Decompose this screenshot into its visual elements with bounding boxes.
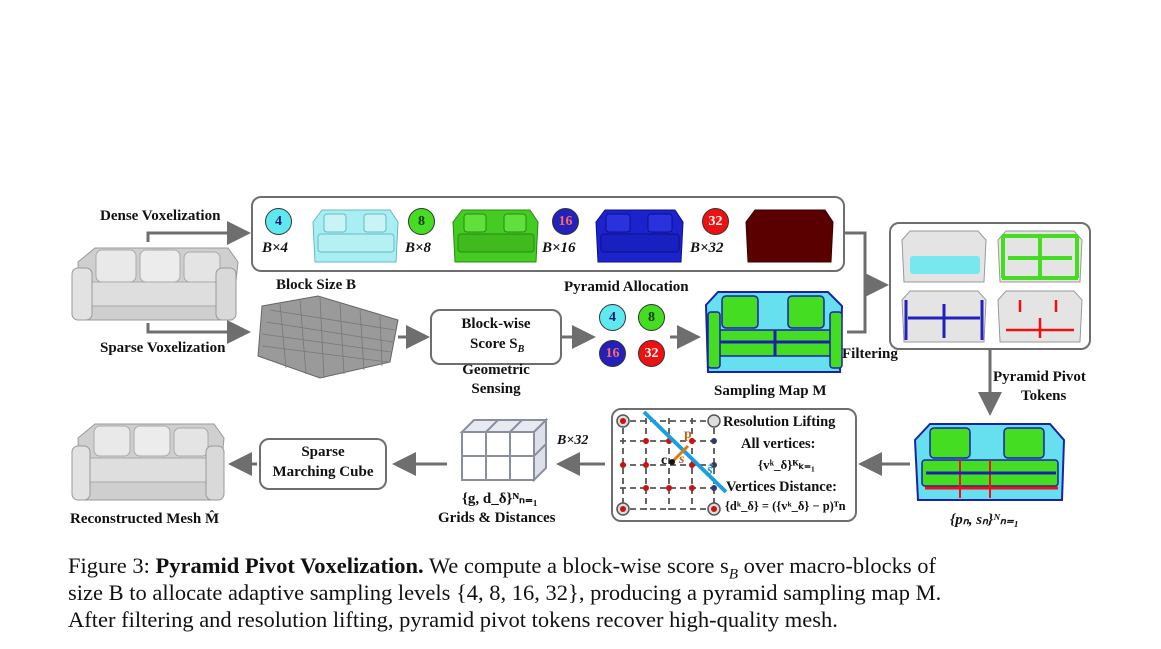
figure-caption-line3: After filtering and resolution lifting, … (68, 607, 838, 632)
sparse-marching-cube-box (259, 438, 387, 490)
alloc-8-badge: 8 (638, 304, 665, 331)
sampling-map-label: Sampling Map M (714, 383, 827, 399)
grids-distances-label: Grids & Distances (438, 510, 556, 526)
sparse-voxelization-label: Sparse Voxelization (100, 340, 226, 356)
vertices-distance-label: Vertices Distance: (726, 479, 837, 495)
reconstructed-mesh-label: Reconstructed Mesh M̂ (70, 511, 220, 527)
pivot-tokens-label-line1: Pyramid Pivot (993, 369, 1086, 385)
tokens-formula: {pₙ, sₙ}ᴺₙ₌₁ (950, 512, 1020, 528)
all-vertices-formula: {vᵏ_δ}ᴷₖ₌₁ (758, 457, 815, 472)
point-shat-label: ŝ (707, 462, 713, 478)
level-16-badge: 16 (552, 208, 579, 235)
level-8-badge: 8 (408, 208, 435, 235)
alloc-16-badge: 16 (599, 340, 626, 367)
alloc-32-badge: 32 (638, 340, 665, 367)
pyramid-allocation-label: Pyramid Allocation (564, 279, 689, 295)
block-size-label: Block Size B (276, 277, 357, 293)
geometric-sensing-line2: Sensing (471, 381, 521, 397)
sparse-mc-line2: Marching Cube (272, 464, 374, 480)
grids-formula: {g, d_δ}ᴺₙ₌₁ (462, 491, 538, 507)
level-4-badge: 4 (265, 208, 292, 235)
point-c-label: c (661, 453, 668, 468)
dense-voxelization-label: Dense Voxelization (100, 208, 221, 224)
level-16-label: B×16 (542, 240, 576, 256)
geometric-sensing-line1: Geometric (462, 362, 530, 378)
level-32-badge: 32 (702, 208, 729, 235)
b-times-32-label: B×32 (557, 433, 589, 448)
sparse-mc-line1: Sparse (301, 444, 345, 460)
all-vertices-label: All vertices: (741, 436, 816, 452)
alloc-4-badge: 4 (599, 304, 626, 331)
figure-caption-line1: Figure 3: Pyramid Pivot Voxelization. We… (68, 553, 937, 583)
level-32-label: B×32 (690, 240, 724, 256)
point-s-label: s (679, 452, 685, 467)
blockwise-score-box (430, 309, 562, 365)
level-4-label: B×4 (262, 240, 289, 256)
figure-caption-line2: size B to allocate adaptive sampling lev… (68, 580, 942, 605)
point-p-label: p (684, 427, 692, 442)
vertices-distance-formula: {dᵏ_δ} = ({vᵏ_δ} − p)ᵀn (725, 499, 846, 513)
filtering-label: Filtering (842, 346, 898, 362)
level-8-label: B×8 (405, 240, 432, 256)
blockwise-score-line1: Block-wise (461, 316, 531, 332)
resolution-lifting-title: Resolution Lifting (723, 414, 836, 430)
blockwise-score-line2: Score SB (470, 336, 525, 355)
pivot-tokens-label-line2: Tokens (1021, 388, 1067, 404)
